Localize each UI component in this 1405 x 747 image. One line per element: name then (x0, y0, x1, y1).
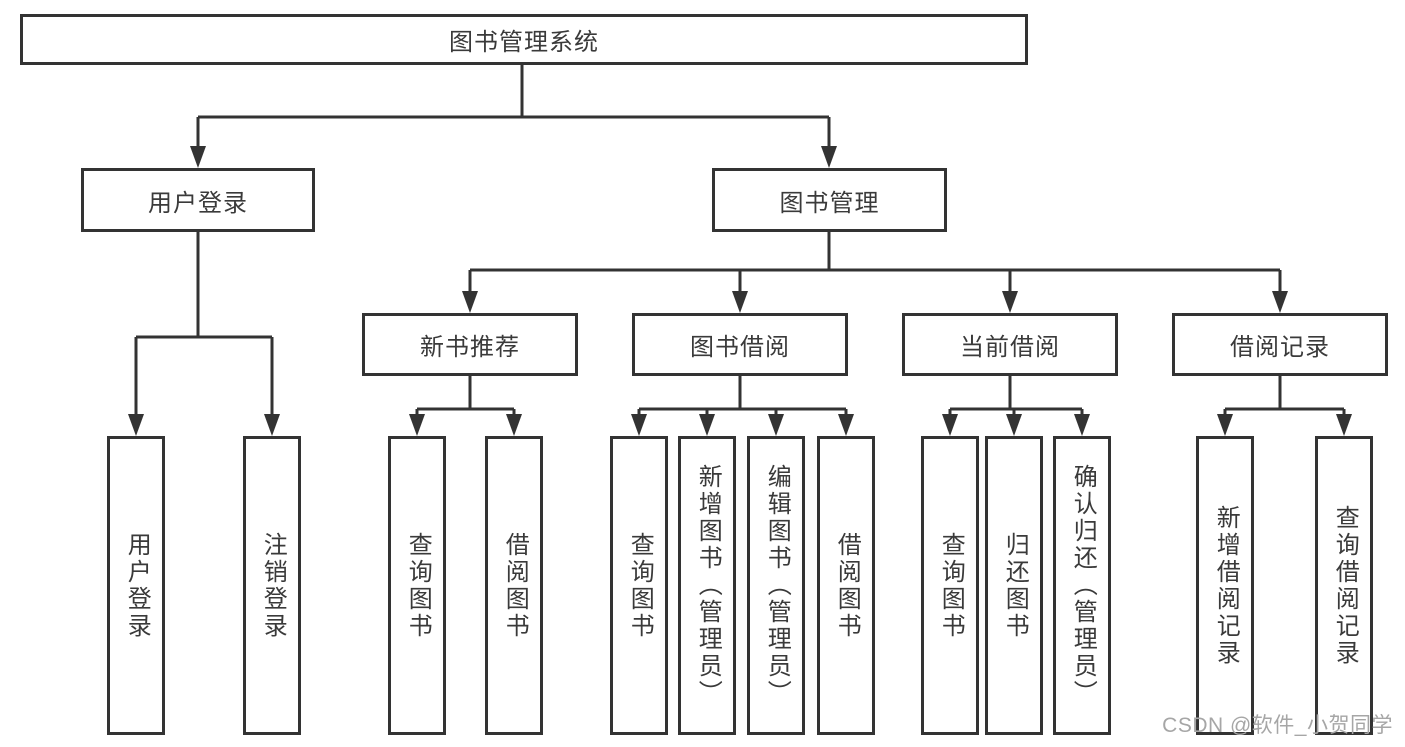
arrow-down-icon (1336, 414, 1352, 436)
node-label: 借阅图书 (501, 531, 529, 640)
arrow-down-icon (732, 291, 748, 313)
node-user-login: 用户登录 (81, 168, 315, 232)
arrow-down-icon (1002, 291, 1018, 313)
node-label: 新增借阅记录 (1212, 504, 1240, 667)
arrow-down-icon (821, 146, 837, 168)
node-query-books-recommend: 查询图书 (388, 436, 446, 735)
arrow-down-icon (1006, 414, 1022, 436)
node-label: 注销登录 (259, 531, 287, 640)
arrow-down-icon (506, 414, 522, 436)
node-borrow-books-action: 借阅图书 (817, 436, 875, 735)
arrow-down-icon (462, 291, 478, 313)
node-label: 图书管理 (779, 189, 880, 217)
arrow-down-icon (1272, 291, 1288, 313)
arrow-down-icon (128, 414, 144, 436)
arrow-down-icon (768, 414, 784, 436)
node-library-system: 图书管理系统 (20, 14, 1028, 65)
node-borrow-books-recommend: 借阅图书 (485, 436, 543, 735)
node-label: 查询图书 (937, 531, 965, 640)
node-book-management: 图书管理 (712, 168, 947, 232)
arrow-down-icon (1074, 414, 1090, 436)
node-label: 确认归还（管理员） (1069, 464, 1097, 707)
node-add-books-admin: 新增图书（管理员） (678, 436, 736, 735)
node-label: 图书管理系统 (449, 29, 599, 56)
arrow-down-icon (942, 414, 958, 436)
node-label: 查询图书 (404, 531, 432, 640)
node-label: 新书推荐 (420, 334, 520, 361)
arrow-down-icon (631, 414, 647, 436)
node-label: 借阅记录 (1230, 334, 1330, 361)
node-label: 当前借阅 (960, 334, 1060, 361)
node-label: 编辑图书（管理员） (763, 464, 791, 707)
arrow-down-icon (409, 414, 425, 436)
node-query-books-borrowing: 查询图书 (610, 436, 668, 735)
arrow-down-icon (190, 146, 206, 168)
arrow-down-icon (699, 414, 715, 436)
node-borrowing-records: 借阅记录 (1172, 313, 1388, 376)
node-label: 借阅图书 (833, 531, 861, 640)
node-query-borrow-record: 查询借阅记录 (1315, 436, 1373, 735)
node-logout-action: 注销登录 (243, 436, 301, 735)
node-label: 图书借阅 (690, 334, 790, 361)
arrow-down-icon (264, 414, 280, 436)
node-add-borrow-record: 新增借阅记录 (1196, 436, 1254, 735)
node-edit-books-admin: 编辑图书（管理员） (747, 436, 805, 735)
node-label: 归还图书 (1001, 531, 1029, 640)
node-label: 新增图书（管理员） (694, 464, 722, 707)
node-label: 用户登录 (148, 189, 248, 217)
arrow-down-icon (838, 414, 854, 436)
node-label: 用户登录 (123, 531, 151, 640)
node-new-book-recommend: 新书推荐 (362, 313, 578, 376)
node-confirm-return-admin: 确认归还（管理员） (1053, 436, 1111, 735)
node-user-login-action: 用户登录 (107, 436, 165, 735)
arrow-down-icon (1217, 414, 1233, 436)
node-label: 查询图书 (626, 531, 654, 640)
node-book-borrowing: 图书借阅 (632, 313, 848, 376)
csdn-watermark: CSDN @软件_小贺同学 (1162, 714, 1393, 737)
node-label: 查询借阅记录 (1331, 504, 1359, 667)
node-current-borrowing: 当前借阅 (902, 313, 1118, 376)
node-return-books: 归还图书 (985, 436, 1043, 735)
node-query-books-current: 查询图书 (921, 436, 979, 735)
